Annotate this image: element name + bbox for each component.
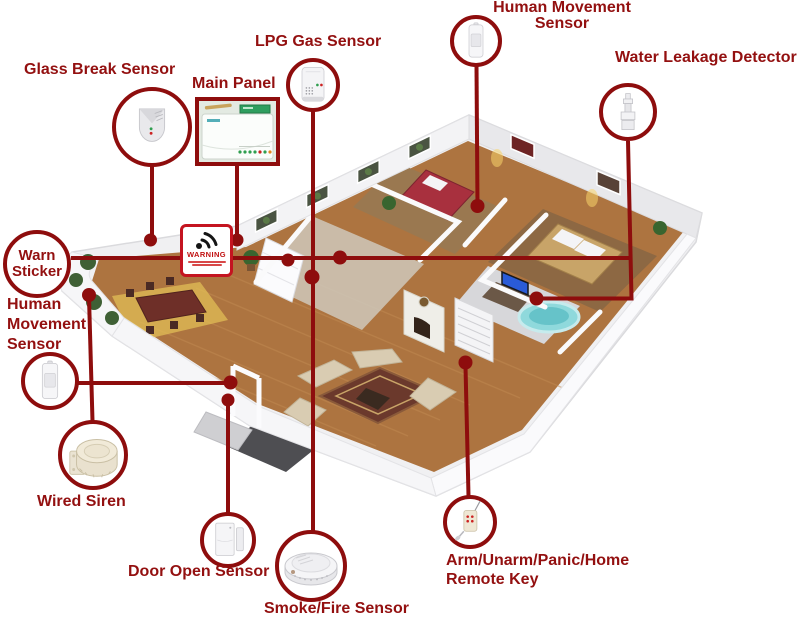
lpg-gas-sensor-icon (301, 67, 325, 102)
human-movement-sensor-top-badge (450, 15, 502, 67)
pir-motion-sensor-icon (41, 360, 59, 400)
warning-sticker-text: WARNING (186, 250, 227, 259)
label-main-panel: Main Panel (192, 75, 276, 92)
remote-keyfob-icon (455, 501, 481, 541)
warn-sticker-badge: Warn Sticker (3, 230, 71, 298)
smoke-detector-icon (284, 552, 338, 586)
label-remote-key: Arm/Unarm/Panic/Home Remote Key (446, 552, 630, 588)
glass-break-sensor-icon (138, 108, 166, 142)
label-human-movement-sensor-top: Human Movement Sensor (493, 0, 631, 32)
label-door-open-sensor: Door Open Sensor (128, 563, 270, 580)
label-water-leakage-detector: Water Leakage Detector (615, 49, 797, 66)
lpg-gas-sensor-badge (286, 58, 340, 112)
pir-motion-sensor-icon (468, 22, 484, 58)
wired-siren-icon (69, 439, 118, 478)
label-human-movement-sensor-left: Human Movement Sensor (7, 296, 87, 353)
glass-break-sensor-badge (112, 87, 192, 167)
main-panel-device-icon (199, 101, 276, 162)
warn-sticker-label: Warn Sticker (11, 247, 63, 280)
label-glass-break-sensor: Glass Break Sensor (24, 61, 176, 78)
wired-siren-badge (58, 420, 128, 490)
sticker-fine-print-line (187, 260, 226, 263)
water-leakage-probe-icon (620, 93, 636, 131)
label-smoke-fire-sensor: Smoke/Fire Sensor (264, 600, 409, 617)
main-panel-image (195, 97, 280, 166)
remote-key-badge (443, 495, 497, 549)
label-wired-siren: Wired Siren (37, 493, 126, 510)
warning-sticker: WARNING (180, 224, 233, 277)
smoke-fire-sensor-badge (275, 530, 347, 602)
sticker-fine-print-line (191, 264, 222, 266)
water-leakage-detector-badge (599, 83, 657, 141)
label-lpg-gas-sensor: LPG Gas Sensor (255, 33, 382, 50)
door-magnet-sensor-icon (215, 522, 244, 556)
human-movement-sensor-left-badge (21, 352, 79, 410)
wifi-icon (195, 232, 217, 249)
door-open-sensor-badge (200, 512, 256, 568)
